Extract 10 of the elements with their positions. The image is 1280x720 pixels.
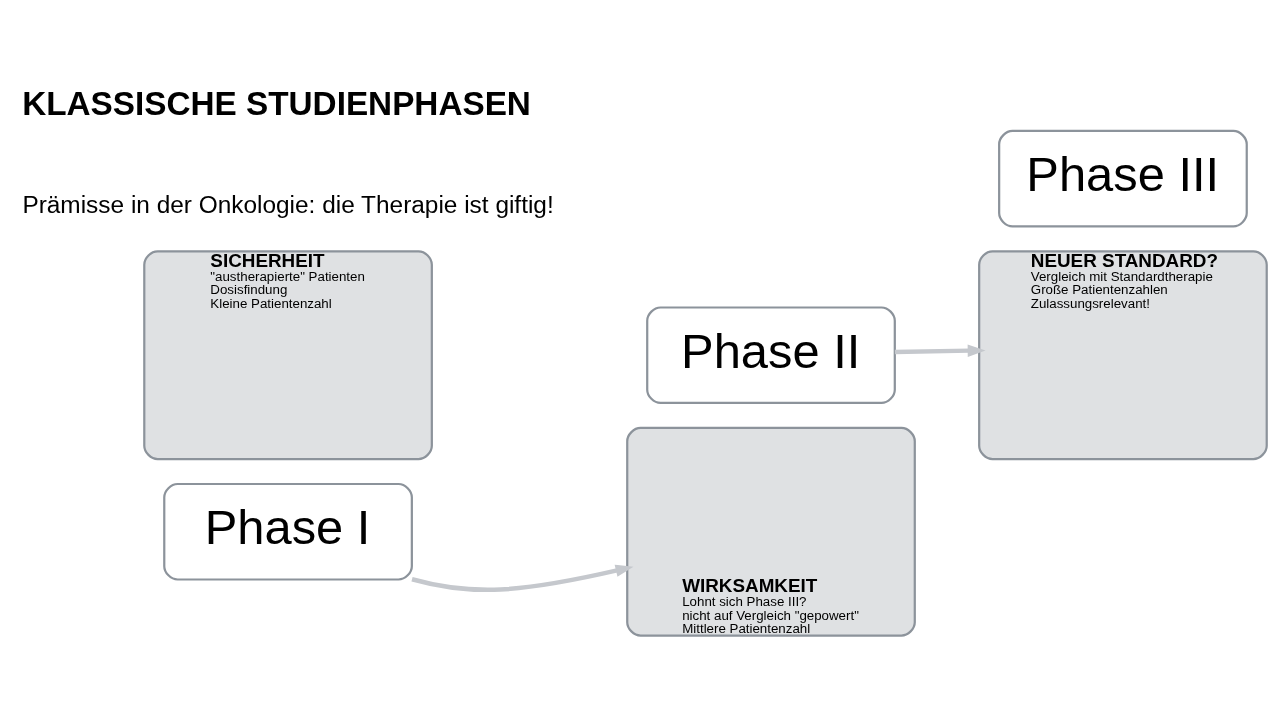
label: Prämisse in der Onkologie: die Therapie ist giftig! (22, 190, 554, 218)
node-box: WIRKSAMKEIT Lohnt sich Phase III? nicht auf Vergleich "gepowert" Mittlere Patientenzahl (626, 426, 916, 637)
node-box: Phase II (646, 305, 896, 404)
node-box: NEUER STANDARD? Vergleich mit Standardtherapie Große Patientenzahlen Zulassungsrelevant! (978, 249, 1268, 460)
node-box: Phase III (998, 129, 1248, 228)
arrow (411, 564, 634, 592)
arrow (894, 343, 986, 357)
node-box: Phase I (163, 482, 413, 581)
node-box: SICHERHEIT "austherapierte" Patienten Dosisfindung Kleine Patientenzahl (143, 249, 433, 460)
diagram-title: KLASSISCHE STUDIENPHASEN (22, 84, 531, 122)
